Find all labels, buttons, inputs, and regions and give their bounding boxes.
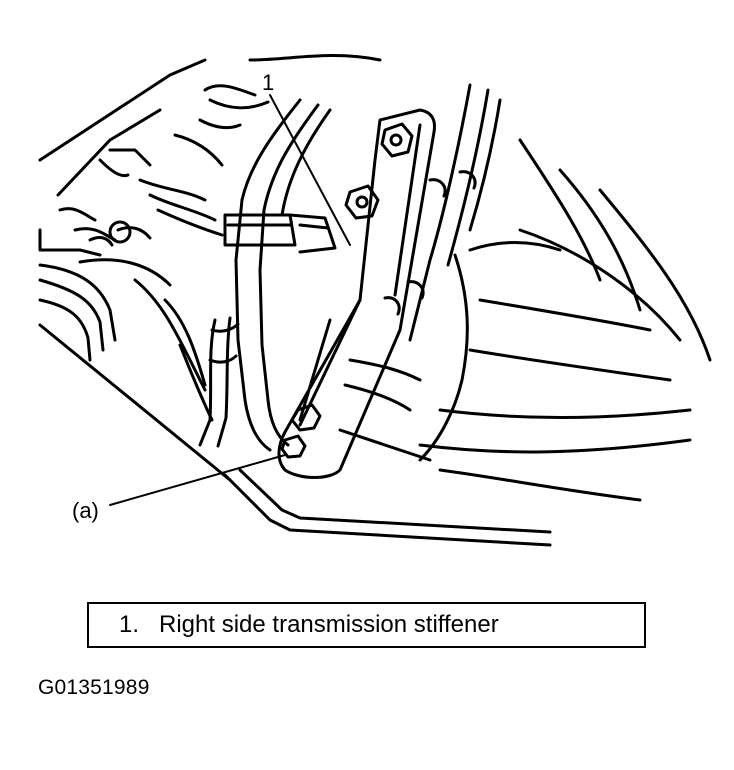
lower-housing (338, 253, 692, 502)
transmission-stiffener (277, 108, 436, 479)
pipe-clamp (223, 213, 337, 254)
transmission-bell-housing (383, 83, 712, 362)
pipe-assembly (234, 98, 332, 452)
callout-part-1: 1 (262, 70, 275, 95)
stiffener-bolts (280, 122, 414, 459)
housing-upper-edge (173, 54, 382, 167)
callout-reference-a: (a) (72, 498, 99, 523)
oil-pan-edges (38, 228, 232, 482)
hose (198, 316, 240, 448)
frame-rail (223, 468, 552, 547)
figure-id: G01351989 (38, 676, 150, 699)
legend-number: 1. (119, 611, 140, 638)
body-panel-lines (38, 58, 207, 197)
transmission-stiffener-illustration (38, 54, 712, 547)
wiring-harness (58, 178, 224, 247)
legend-text: Right side transmission stiffener (159, 611, 499, 638)
legend-box: 1. Right side transmission stiffener (87, 602, 646, 648)
leader-lines (109, 94, 351, 506)
